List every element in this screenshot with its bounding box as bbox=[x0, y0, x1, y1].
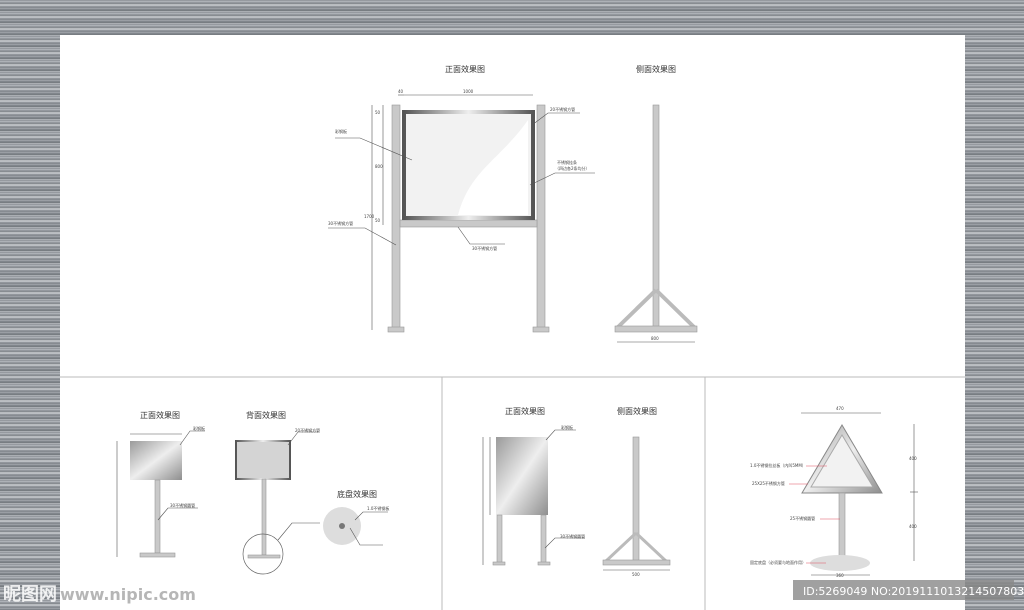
dim-label: 1000 bbox=[463, 89, 474, 94]
view-title: 正面效果图 bbox=[140, 410, 180, 420]
callout-label: 1.0不锈钢拉丝板（内凹5MM） bbox=[750, 462, 806, 468]
watermark-logo: 昵图网 bbox=[3, 584, 57, 605]
dim-label: 800 bbox=[375, 164, 383, 169]
dim-label: 40 bbox=[398, 89, 404, 94]
dim-label: 360 bbox=[836, 573, 844, 578]
callout-label: 30不锈钢方管 bbox=[328, 220, 353, 226]
crossbar bbox=[399, 219, 538, 228]
id-bar bbox=[793, 580, 1014, 600]
bottom-left-views: 正面效果图 彩钢板 30不锈钢圆管 背面效果图 20不锈钢方管 底盘效果图 1.… bbox=[116, 410, 389, 575]
view-title: 侧面效果图 bbox=[617, 406, 657, 416]
view-title: 侧面效果图 bbox=[636, 64, 676, 74]
foot bbox=[387, 326, 405, 333]
foot bbox=[532, 326, 550, 333]
top-front-view: 正面效果图 1000 40 50 800 50 1700 彩钢板 30不锈钢方管… bbox=[328, 64, 595, 333]
callout-label: 彩钢板 bbox=[335, 128, 347, 134]
view-title: 正面效果图 bbox=[445, 64, 485, 74]
dim-label: 50 bbox=[375, 218, 381, 223]
dim-label: 500 bbox=[632, 572, 640, 577]
callout-label: 固定底盘（必须要与地面作用） bbox=[750, 559, 806, 565]
view-title: 正面效果图 bbox=[505, 406, 545, 416]
dim-label: 50 bbox=[375, 110, 381, 115]
view-title: 背面效果图 bbox=[246, 410, 286, 420]
callout-label: 25不锈钢圆管 bbox=[790, 515, 815, 521]
callout-label: 30不锈钢圆管 bbox=[560, 533, 585, 539]
dim-label: 470 bbox=[836, 406, 844, 411]
callout-label: 30不锈钢方管 bbox=[472, 245, 497, 251]
dim-label: 800 bbox=[651, 336, 659, 341]
view-title: 底盘效果图 bbox=[337, 489, 377, 499]
dim-label: 400 bbox=[909, 524, 917, 529]
callout-label: 20不锈钢方管 bbox=[295, 427, 320, 433]
callout-label: 彩钢板 bbox=[561, 424, 573, 430]
callout-label: 1.0不锈钢板 bbox=[367, 505, 389, 511]
callout-label: （四边各2条均分） bbox=[555, 165, 590, 171]
callout-label: 彩钢板 bbox=[193, 425, 205, 431]
callout-label: 不锈钢挂条 bbox=[557, 159, 577, 165]
callout-label: 30不锈钢圆管 bbox=[170, 502, 195, 508]
right-post bbox=[536, 104, 546, 331]
callout-label: 25X25不锈钢方管 bbox=[752, 480, 785, 486]
bottom-right-view: 470 400 400 360 1.0不锈钢拉丝板（内凹5MM） 25X25不锈… bbox=[750, 406, 918, 578]
bottom-middle-views: 正面效果图 彩钢板 30不锈钢圆管 侧面效果图 500 bbox=[482, 406, 671, 577]
watermark-url: www.nipic.com bbox=[60, 585, 196, 604]
callout-label: 20不锈钢方管 bbox=[550, 106, 575, 112]
dim-label: 1700 bbox=[364, 214, 375, 219]
board-peel bbox=[458, 120, 528, 215]
dim-label: 400 bbox=[909, 456, 917, 461]
image-id: ID:5269049 NO:20191110132145078036 bbox=[803, 585, 1024, 598]
left-post bbox=[391, 104, 401, 331]
top-side-view: 侧面效果图 800 bbox=[614, 64, 698, 343]
